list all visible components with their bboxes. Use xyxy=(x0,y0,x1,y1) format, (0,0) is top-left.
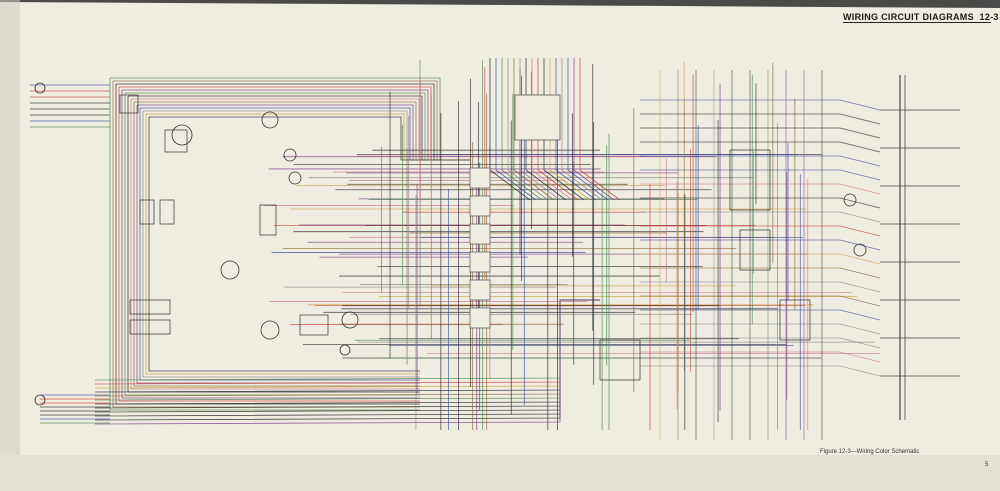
wire xyxy=(640,141,881,153)
wire xyxy=(507,58,549,201)
wire xyxy=(640,127,881,139)
component-circle xyxy=(283,148,297,162)
wire xyxy=(640,113,881,125)
wire xyxy=(94,299,600,425)
component-box xyxy=(129,299,171,315)
wire xyxy=(640,211,881,223)
wire xyxy=(640,225,881,237)
component-box xyxy=(469,279,491,301)
figure-caption: Figure 12-3—Wiring Color Schematic xyxy=(820,449,920,455)
wire xyxy=(640,197,881,209)
component-box xyxy=(159,199,175,225)
wire xyxy=(109,78,420,411)
wire xyxy=(640,351,881,363)
wire xyxy=(513,58,555,201)
component-circle xyxy=(341,311,359,329)
wire xyxy=(149,116,470,161)
component-circle xyxy=(261,111,279,129)
wire xyxy=(130,99,420,390)
component-box xyxy=(729,149,771,211)
component-circle xyxy=(34,82,46,94)
wire xyxy=(640,99,881,111)
wire xyxy=(640,323,881,335)
section-title: WIRING CIRCUIT DIAGRAMS xyxy=(843,12,974,22)
component-circle xyxy=(339,344,351,356)
component-box xyxy=(129,319,171,335)
wire xyxy=(640,155,881,167)
wire xyxy=(145,114,420,375)
component-box xyxy=(599,339,641,381)
component-box xyxy=(469,251,491,273)
section-number: 12-3 xyxy=(979,12,999,22)
component-circle xyxy=(853,243,867,257)
component-circle xyxy=(171,124,193,146)
wire xyxy=(148,117,420,372)
component-box xyxy=(139,199,155,225)
binding-gutter xyxy=(0,0,20,491)
component-box xyxy=(469,307,491,329)
component-box xyxy=(119,94,139,114)
wire xyxy=(640,253,881,265)
wire xyxy=(495,58,537,201)
wire xyxy=(640,267,881,279)
wire xyxy=(640,337,881,349)
wire xyxy=(561,58,603,201)
component-box xyxy=(739,229,771,271)
component-circle xyxy=(260,320,280,340)
component-circle xyxy=(288,171,302,185)
wire xyxy=(640,295,881,307)
component-symbols xyxy=(34,82,867,406)
component-circle xyxy=(220,260,240,280)
wire xyxy=(501,58,543,201)
component-box xyxy=(469,223,491,245)
component-box xyxy=(299,314,329,336)
wire xyxy=(579,58,621,201)
wire xyxy=(640,365,881,377)
component-circle xyxy=(843,193,857,207)
section-header: WIRING CIRCUIT DIAGRAMS 12-3 xyxy=(843,12,999,22)
header-rule xyxy=(843,22,991,23)
component-circle xyxy=(34,394,46,406)
bottom-fold xyxy=(0,455,1000,491)
wire xyxy=(640,183,881,195)
component-box xyxy=(259,204,277,236)
wire xyxy=(118,87,420,402)
wire xyxy=(573,58,615,201)
wire xyxy=(567,58,609,201)
wire xyxy=(640,309,881,321)
wire xyxy=(640,281,881,293)
wire xyxy=(640,239,881,251)
component-box xyxy=(779,299,811,341)
component-box xyxy=(469,195,491,217)
wire xyxy=(121,90,420,399)
wire xyxy=(640,169,881,181)
component-box xyxy=(514,94,561,141)
page-number: 5 xyxy=(985,462,989,468)
wire xyxy=(133,102,420,387)
component-box xyxy=(164,129,188,153)
component-box xyxy=(469,167,491,189)
